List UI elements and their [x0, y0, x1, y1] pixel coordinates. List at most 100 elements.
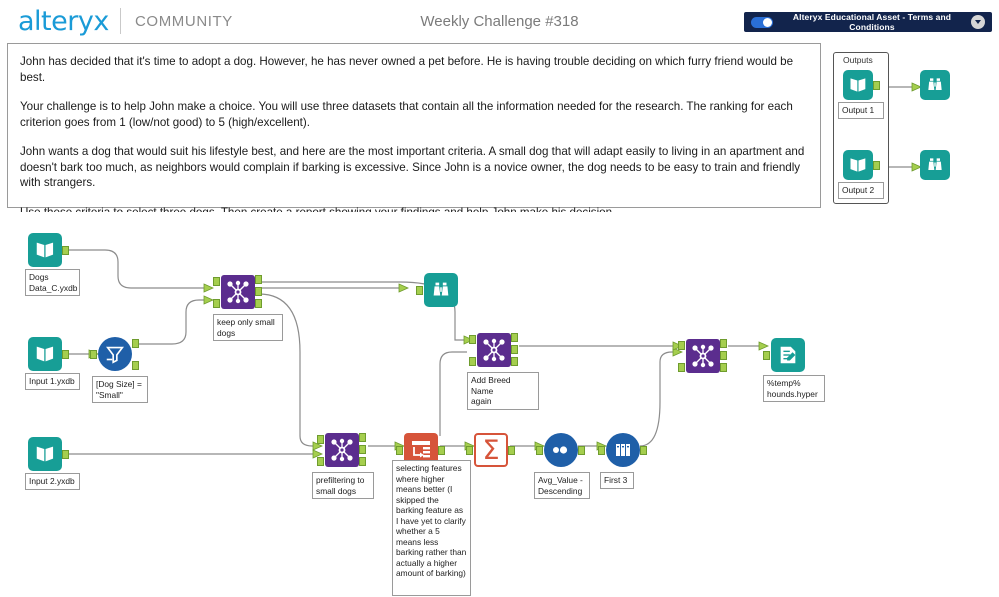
- right-input-anchor[interactable]: [469, 357, 476, 366]
- left-input-anchor[interactable]: [317, 435, 324, 444]
- outputs-row-2-browse[interactable]: [920, 150, 950, 180]
- true-output-anchor[interactable]: [132, 339, 139, 348]
- tool-dogs-data[interactable]: [28, 233, 69, 267]
- book-glyph: [36, 242, 54, 258]
- tool-join-small-dogs[interactable]: [213, 275, 262, 309]
- community-label[interactable]: COMMUNITY: [135, 13, 233, 30]
- join-icon: [477, 333, 511, 367]
- join-icon: [686, 339, 720, 373]
- join-icon: [221, 275, 255, 309]
- book-glyph: [850, 78, 866, 92]
- output-anchor[interactable]: [508, 446, 515, 455]
- summarize-icon: Σ: [474, 433, 508, 467]
- sort-glyph: [553, 446, 568, 454]
- input-anchor[interactable]: [536, 446, 543, 455]
- tool-input-1-label: Input 1.yxdb: [25, 373, 80, 390]
- browse-icon: [920, 150, 950, 180]
- sample-glyph: [616, 444, 630, 456]
- left-input-anchor[interactable]: [213, 277, 220, 286]
- input-anchor[interactable]: [416, 286, 423, 295]
- educational-asset-text: Alteryx Educational Asset - Terms and Co…: [792, 12, 952, 32]
- outputs-row-2-label: Output 2: [838, 182, 884, 199]
- join-glyph: [227, 280, 249, 304]
- join-output-anchor[interactable]: [720, 351, 727, 360]
- output-anchor[interactable]: [873, 81, 880, 90]
- input-data-icon: [843, 150, 873, 180]
- tool-browse-top[interactable]: [416, 273, 458, 307]
- input-data-icon: [28, 437, 62, 471]
- outputs-container-title: Outputs: [843, 55, 873, 65]
- input-anchor[interactable]: [466, 446, 473, 455]
- join-glyph: [692, 344, 714, 368]
- tool-output-hyper[interactable]: [763, 338, 805, 372]
- join-output-anchor[interactable]: [511, 345, 518, 354]
- output-anchor[interactable]: [62, 350, 69, 359]
- tool-sample-first3-label: First 3: [600, 472, 634, 489]
- join-output-anchor[interactable]: [255, 287, 262, 296]
- outputs-row-2-input[interactable]: [843, 150, 880, 180]
- document-pencil-glyph: [780, 346, 796, 364]
- output-anchor[interactable]: [62, 450, 69, 459]
- output-anchor[interactable]: [640, 446, 647, 455]
- tool-sample-first3[interactable]: [598, 433, 647, 467]
- false-output-anchor[interactable]: [132, 361, 139, 370]
- alteryx-logo[interactable]: alteryx: [18, 6, 109, 37]
- right-output-anchor[interactable]: [720, 363, 727, 372]
- join-output-anchor[interactable]: [359, 445, 366, 454]
- chevron-down-icon[interactable]: [971, 15, 985, 29]
- right-input-anchor[interactable]: [213, 299, 220, 308]
- tool-join-prefilter[interactable]: [317, 433, 366, 467]
- book-glyph: [36, 346, 54, 362]
- header-divider: [120, 8, 121, 34]
- workflow-canvas[interactable]: Dogs Data_C.yxdb Input 1.yxdb Input 2.yx…: [0, 212, 999, 597]
- outputs-row-1-browse[interactable]: [920, 70, 950, 100]
- toggle-on-icon[interactable]: [751, 16, 773, 28]
- left-output-anchor[interactable]: [359, 433, 366, 442]
- left-output-anchor[interactable]: [511, 333, 518, 342]
- select-glyph: [412, 441, 430, 458]
- tool-sort-avg-label: Avg_Value - Descending: [534, 472, 590, 499]
- tool-summarize[interactable]: Σ: [466, 433, 515, 467]
- browse-icon: [920, 70, 950, 100]
- tool-filter-dog-size-label: [Dog Size] = "Small": [92, 376, 148, 403]
- input-anchor[interactable]: [763, 351, 770, 360]
- outputs-row-1-input[interactable]: [843, 70, 880, 100]
- tool-sort-avg[interactable]: [536, 433, 585, 467]
- educational-asset-banner[interactable]: Alteryx Educational Asset - Terms and Co…: [744, 12, 992, 32]
- left-output-anchor[interactable]: [720, 339, 727, 348]
- binoculars-glyph: [433, 282, 449, 296]
- input-anchor[interactable]: [396, 446, 403, 455]
- right-output-anchor[interactable]: [511, 357, 518, 366]
- tool-join-breed-name[interactable]: [469, 333, 518, 367]
- right-input-anchor[interactable]: [678, 363, 685, 372]
- funnel-glyph: [106, 346, 124, 364]
- tool-output-hyper-label: %temp% hounds.hyper: [763, 375, 825, 402]
- output-anchor[interactable]: [438, 446, 445, 455]
- left-input-anchor[interactable]: [469, 335, 476, 344]
- join-glyph: [483, 338, 505, 362]
- tool-filter-dog-size[interactable]: [90, 337, 139, 371]
- right-output-anchor[interactable]: [255, 299, 262, 308]
- sample-icon: [606, 433, 640, 467]
- challenge-description-box: John has decided that it's time to adopt…: [7, 43, 821, 219]
- input-anchor[interactable]: [598, 446, 605, 455]
- output-anchor[interactable]: [873, 161, 880, 170]
- left-input-anchor[interactable]: [678, 341, 685, 350]
- output-anchor[interactable]: [62, 246, 69, 255]
- book-glyph: [850, 158, 866, 172]
- input-anchor[interactable]: [90, 350, 97, 359]
- input-data-icon: [28, 233, 62, 267]
- tool-input-2-label: Input 2.yxdb: [25, 473, 80, 490]
- tool-input-2[interactable]: [28, 437, 69, 471]
- output-anchor[interactable]: [578, 446, 585, 455]
- right-output-anchor[interactable]: [359, 457, 366, 466]
- left-output-anchor[interactable]: [255, 275, 262, 284]
- sort-icon: [544, 433, 578, 467]
- description-paragraph-1: John has decided that it's time to adopt…: [20, 55, 794, 84]
- tool-dogs-data-label: Dogs Data_C.yxdb: [25, 269, 80, 296]
- join-icon: [325, 433, 359, 467]
- tool-join-final[interactable]: [678, 339, 727, 373]
- tool-input-1[interactable]: [28, 337, 69, 371]
- tool-select-features-label: selecting features where higher means be…: [392, 460, 471, 596]
- right-input-anchor[interactable]: [317, 457, 324, 466]
